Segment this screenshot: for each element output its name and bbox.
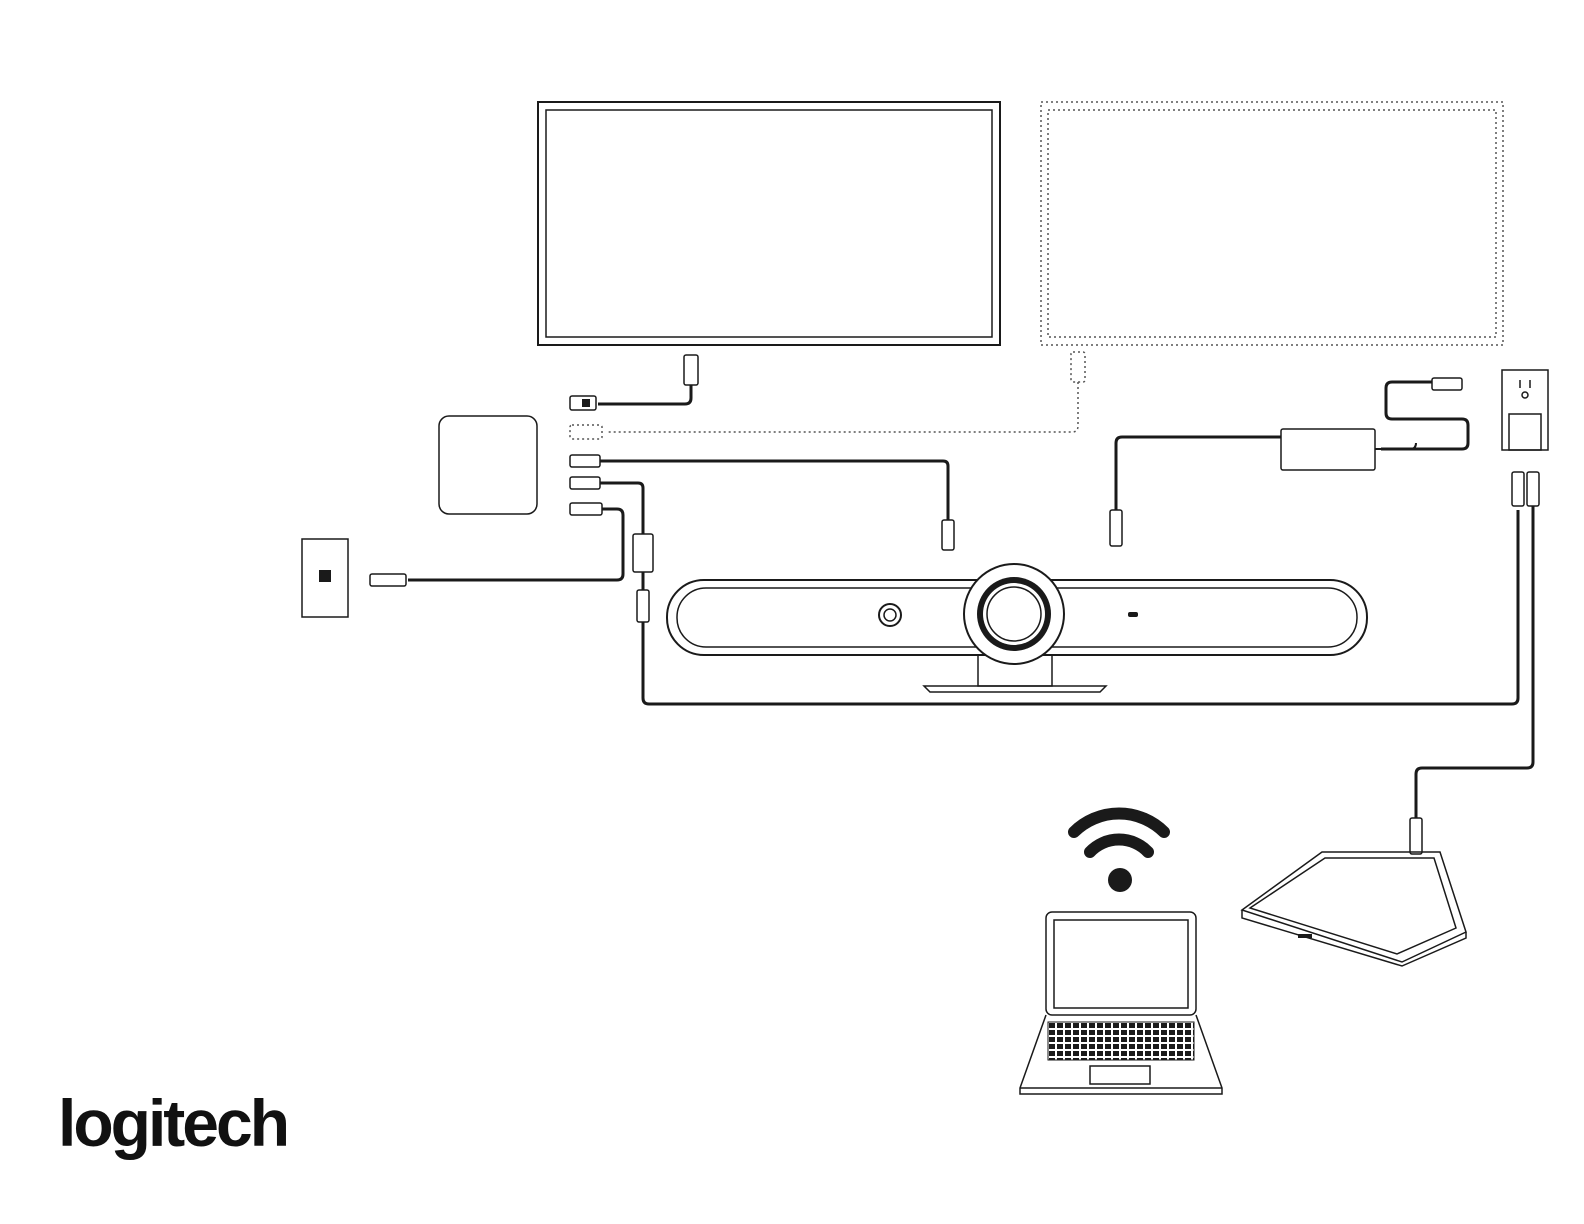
wifi-icon <box>1074 814 1164 892</box>
registered-mark: ® <box>274 1110 281 1120</box>
usb-cable-video-bar <box>570 455 954 550</box>
hdmi-cable-secondary <box>570 352 1085 439</box>
power-adapter-power-brick-icon <box>1281 429 1375 470</box>
compute-box-mini-pc-icon <box>439 416 537 514</box>
hdmi-cable-primary <box>570 355 698 410</box>
secondary-display-monitor-icon <box>1041 102 1503 345</box>
primary-display-monitor-icon <box>538 102 1000 345</box>
touch-controller-tablet-controller-icon <box>1242 852 1466 966</box>
wall-outlet-power-outlet-icon <box>1502 370 1548 450</box>
ethernet-cable-controller <box>1410 472 1539 854</box>
video-bar-icon <box>667 564 1367 692</box>
ethernet-cable-wall <box>370 503 623 586</box>
logitech-logo: logitech <box>58 1090 287 1156</box>
ethernet-wall-jack-network-jack-icon <box>302 539 348 617</box>
power-cable <box>1110 378 1468 546</box>
laptop-icon <box>1020 912 1222 1094</box>
